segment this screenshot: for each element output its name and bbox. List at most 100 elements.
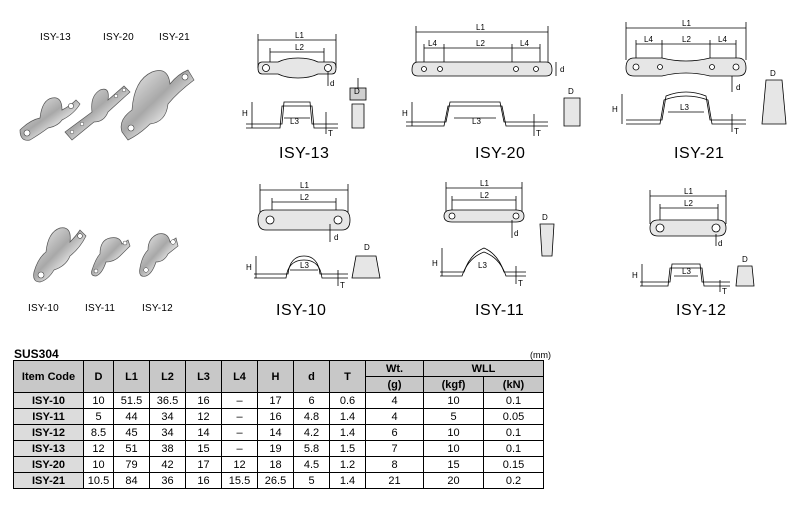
dim-label-big-d: D (568, 87, 574, 96)
dim-label-l1: L1 (295, 31, 304, 40)
table-cell: 19 (257, 440, 294, 457)
dim-label-d: d (718, 239, 722, 248)
header-t: T (329, 360, 366, 393)
table-cell: 16 (185, 472, 222, 489)
dim-label-t: T (340, 281, 345, 290)
unit-label: (mm) (530, 350, 551, 360)
dim-label-t: T (518, 279, 523, 288)
table-cell: 1.4 (329, 408, 366, 425)
photo-label-isy-20: ISY-20 (103, 32, 134, 43)
drawing-title-isy-10: ISY-10 (276, 302, 327, 319)
table-cell: 10 (423, 424, 484, 441)
dim-label-big-d: D (742, 255, 748, 264)
dim-label-d: d (514, 229, 518, 238)
table-cell: 15 (423, 456, 484, 473)
item-code-cell: ISY-20 (13, 456, 84, 473)
dim-label-l2: L2 (480, 191, 489, 200)
table-cell: 51.5 (113, 392, 150, 409)
photo-label-isy-11: ISY-11 (85, 303, 116, 314)
table-cell: 6 (365, 424, 424, 441)
drawing-title-isy-12: ISY-12 (676, 302, 727, 319)
dim-label-l2: L2 (300, 193, 309, 202)
drawing-isy-20: L1 L2 L4 L4 d D H L3 T (402, 23, 581, 138)
header-wll: WLL (423, 360, 544, 377)
photo-isy-11 (91, 237, 131, 277)
table-cell: 17 (257, 392, 294, 409)
dim-label-l2: L2 (295, 43, 304, 52)
dim-label-l4-left: L4 (428, 39, 437, 48)
table-cell: 17 (185, 456, 222, 473)
header-h: H (257, 360, 294, 393)
photo-isy-12 (139, 233, 179, 277)
table-cell: 0.05 (483, 408, 544, 425)
drawing-title-isy-13: ISY-13 (279, 145, 330, 162)
dim-label-l2: L2 (476, 39, 485, 48)
table-cell: 0.6 (329, 392, 366, 409)
dim-label-l3: L3 (478, 261, 487, 270)
header-l4: L4 (221, 360, 258, 393)
table-cell: 0.15 (483, 456, 544, 473)
table-cell: 4 (365, 392, 424, 409)
dim-label-h: H (612, 105, 618, 114)
table-cell: 10 (83, 456, 114, 473)
header-row: Item Code D L1 L2 L3 L4 H d T Wt. WLL (13, 360, 544, 393)
table-cell: 26.5 (257, 472, 294, 489)
table-cell: 7 (365, 440, 424, 457)
table-cell: 15 (185, 440, 222, 457)
dim-label-l1: L1 (300, 181, 309, 190)
dim-label-l4-right: L4 (520, 39, 529, 48)
dim-label-l1: L1 (476, 23, 485, 32)
header-l3: L3 (185, 360, 222, 393)
table-cell: 5.8 (293, 440, 330, 457)
table-cell: 4.2 (293, 424, 330, 441)
drawing-title-isy-20: ISY-20 (475, 145, 526, 162)
item-code-cell: ISY-21 (13, 472, 84, 489)
header-wt-unit: (g) (365, 376, 424, 393)
item-code-cell: ISY-12 (13, 424, 84, 441)
header-kgf: (kgf) (423, 376, 484, 393)
table-cell: 12 (221, 456, 258, 473)
table-cell: 51 (113, 440, 150, 457)
photo-label-isy-12: ISY-12 (142, 303, 173, 314)
material-label: SUS304 (14, 347, 59, 361)
table-cell: 20 (423, 472, 484, 489)
header-d-big: D (83, 360, 114, 393)
spec-table: Item Code D L1 L2 L3 L4 H d T Wt. WLL (g… (13, 360, 544, 489)
table-cell: 1.4 (329, 424, 366, 441)
dim-label-l4-right: L4 (718, 35, 727, 44)
table-cell: 4.8 (293, 408, 330, 425)
table-cell: 16 (257, 408, 294, 425)
dim-label-l3: L3 (290, 117, 299, 126)
photo-isy-21 (120, 69, 195, 141)
product-photos (19, 69, 195, 283)
dim-label-l2: L2 (684, 199, 693, 208)
table-cell: 38 (149, 440, 186, 457)
table-cell: 84 (113, 472, 150, 489)
table-cell: 1.4 (329, 472, 366, 489)
dim-label-l4-left: L4 (644, 35, 653, 44)
dim-label-l1: L1 (480, 179, 489, 188)
item-code-cell: ISY-10 (13, 392, 84, 409)
table-cell: 1.5 (329, 440, 366, 457)
drawing-title-isy-11: ISY-11 (475, 302, 525, 319)
header-l2: L2 (149, 360, 186, 393)
table-cell: 8 (365, 456, 424, 473)
dim-label-d: d (334, 233, 338, 242)
dim-label-big-d: D (770, 69, 776, 78)
dim-label-t: T (328, 129, 333, 138)
dim-label-l2: L2 (682, 35, 691, 44)
header-l1: L1 (113, 360, 150, 393)
table-cell: 12 (185, 408, 222, 425)
table-cell: – (221, 392, 258, 409)
header-wt: Wt. (365, 360, 424, 377)
table-cell: – (221, 408, 258, 425)
dim-label-l3: L3 (472, 117, 481, 126)
dim-label-d: d (736, 83, 740, 92)
table-cell: 0.1 (483, 424, 544, 441)
drawing-isy-12: L1 L2 d D H L3 T (632, 187, 755, 296)
header-item-code: Item Code (13, 360, 84, 393)
